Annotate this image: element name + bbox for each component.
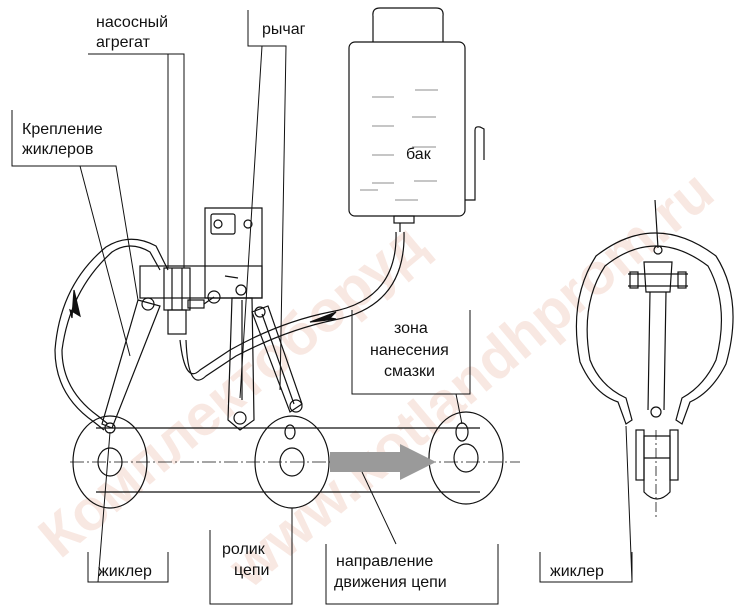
label-nozzle-left: жиклер [98, 563, 152, 580]
right-assembly [575, 199, 734, 500]
label-pump-unit-1: насосный [96, 14, 168, 31]
right-wheel-left [635, 429, 645, 481]
label-chain-roller-1: ролик [222, 541, 266, 558]
label-nozzle-mount-1: Крепление [22, 121, 103, 138]
flow-arrow-left [69, 289, 81, 319]
right-wheel-right [669, 429, 679, 481]
label-chain-roller-2: цепи [234, 562, 269, 579]
chain-roller-right [428, 411, 504, 505]
label-lube-zone-3: смазки [384, 363, 435, 380]
label-chain-dir-2: движения цепи [334, 574, 447, 591]
label-lube-zone-2: нанесения [370, 342, 449, 359]
chain-direction-arrow [330, 444, 436, 480]
bracket-plate [204, 207, 263, 299]
tank-scale-marks [360, 89, 438, 201]
leader-lines [11, 10, 633, 605]
label-lube-zone-1: зона [394, 320, 428, 337]
label-tank: бак [406, 146, 432, 163]
right-frame [575, 232, 734, 425]
label-lever: рычаг [262, 21, 306, 38]
flow-arrow-tank [309, 311, 337, 323]
pump-body [139, 265, 263, 299]
label-chain-dir-1: направление [336, 553, 433, 570]
nozzle-mount-bar [101, 299, 161, 429]
tank [348, 7, 485, 232]
label-nozzle-right: жиклер [550, 563, 604, 580]
hose-left [61, 245, 161, 425]
right-pump [643, 261, 673, 293]
label-nozzle-mount-2: жиклеров [22, 141, 93, 158]
labels: насосный агрегат рычаг Крепление жиклеро… [22, 14, 604, 591]
lever-arm-1 [227, 297, 255, 431]
pump-block [163, 267, 191, 311]
label-pump-unit-2: агрегат [96, 34, 151, 51]
